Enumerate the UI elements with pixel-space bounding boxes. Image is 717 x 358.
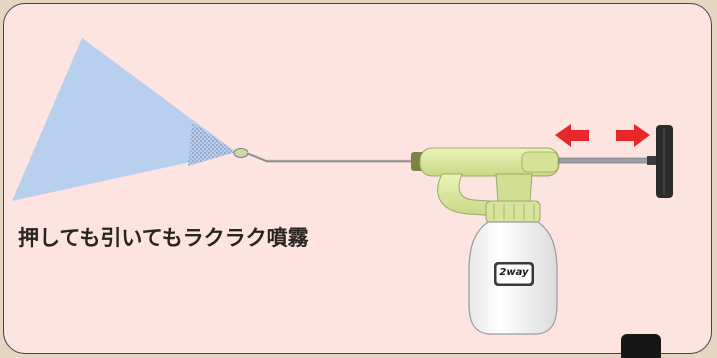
push-arrow-icon <box>555 124 589 147</box>
pump-body <box>411 147 560 224</box>
spray-cone <box>12 38 236 201</box>
sprayer-bottle <box>468 221 558 335</box>
sprayer-illustration <box>12 38 673 335</box>
caption-text: 押しても引いてもラクラク噴霧 <box>18 226 309 250</box>
bottle-logo-text: 2way <box>499 267 529 278</box>
illustration-panel: 押しても引いてもラクラク噴霧 2way <box>3 3 712 354</box>
spray-wand <box>233 148 418 163</box>
bottle-logo-badge <box>494 262 534 286</box>
pull-arrow-icon <box>616 124 650 147</box>
dark-object-corner <box>621 334 661 358</box>
plunger <box>558 125 673 198</box>
